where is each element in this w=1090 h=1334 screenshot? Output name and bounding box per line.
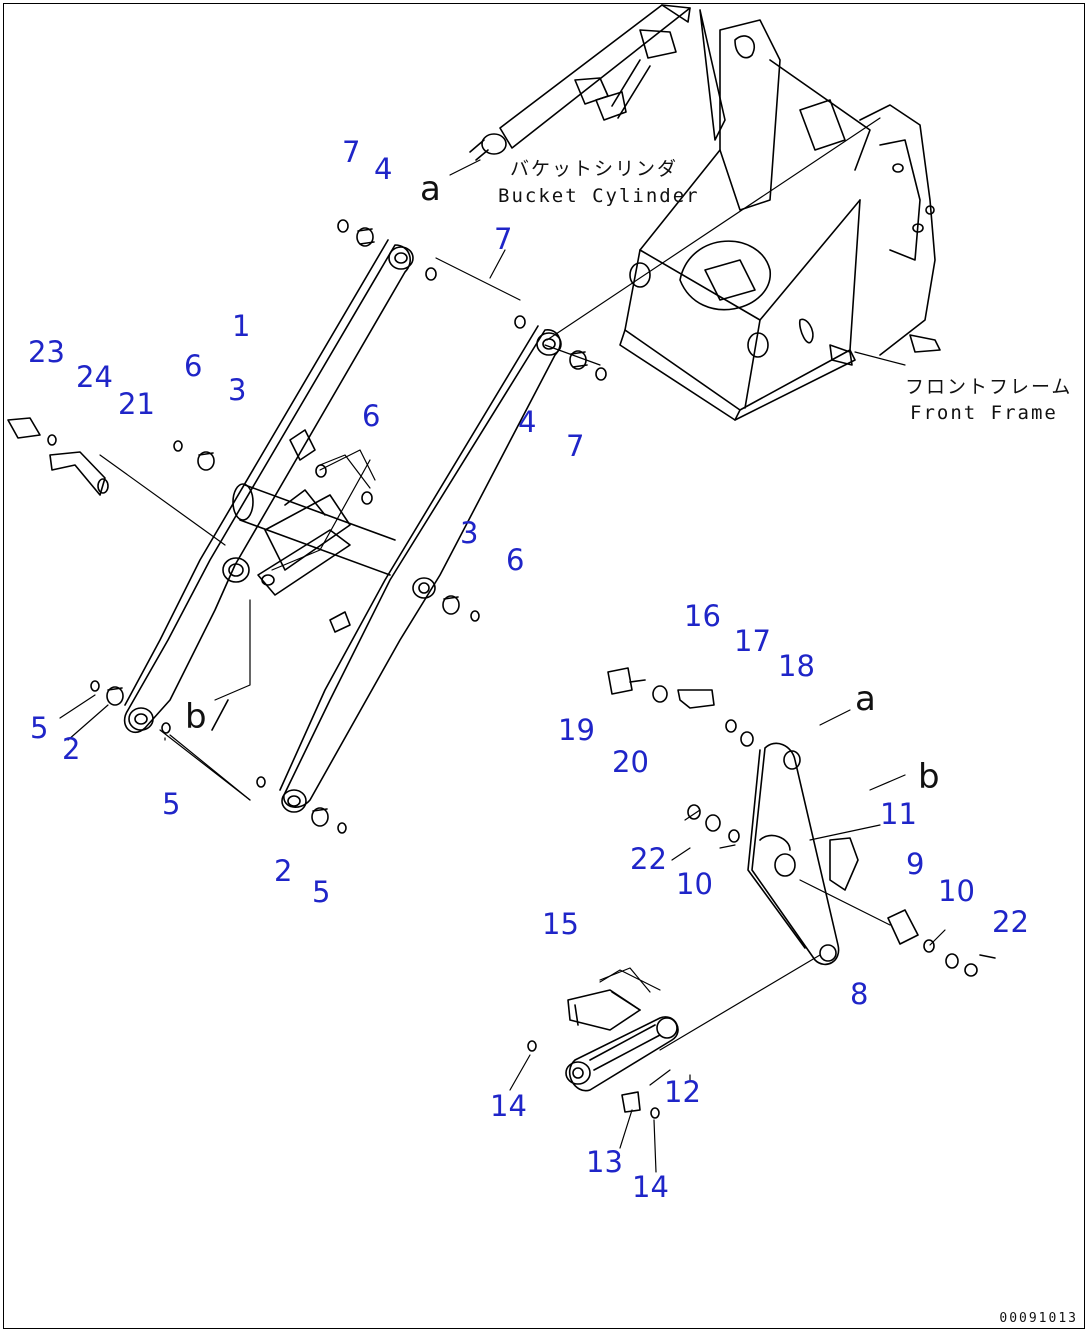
callout-part-6: 6 [362, 399, 381, 433]
callout-part-1: 1 [232, 309, 251, 343]
bucket-cylinder-label-jp: バケットシリンダ [510, 158, 679, 180]
group-brackets [164, 454, 701, 993]
bell-crank-hardware [607, 667, 996, 977]
callout-part-16: 16 [684, 599, 721, 633]
cross-tube [232, 483, 396, 596]
callout-part-12: 12 [664, 1075, 701, 1109]
callout-part-3: 3 [460, 516, 479, 550]
bucket-cylinder [469, 4, 691, 161]
callout-part-19: 19 [558, 713, 595, 747]
callout-part-14: 14 [632, 1170, 669, 1204]
callout-part-9: 9 [906, 847, 925, 881]
front-frame [619, 9, 941, 421]
callout-part-13: 13 [586, 1145, 623, 1179]
bell-crank [747, 742, 859, 966]
callout-part-4: 4 [374, 152, 393, 186]
drawing-border [3, 3, 1085, 1329]
callout-part-10: 10 [938, 874, 975, 908]
link-assembly [527, 989, 679, 1119]
callout-part-4: 4 [518, 405, 537, 439]
reference-letter-a: a [855, 679, 876, 719]
callout-part-20: 20 [612, 745, 649, 779]
callout-part-17: 17 [734, 624, 771, 658]
callout-part-2: 2 [274, 854, 293, 888]
reference-letter-b: b [918, 757, 940, 797]
callout-part-5: 5 [312, 875, 331, 909]
callout-part-3: 3 [228, 373, 247, 407]
front-frame-label-en: Front Frame [910, 402, 1058, 424]
left-hardware [7, 219, 607, 834]
front-frame-label-jp: フロントフレーム [905, 376, 1073, 398]
lift-arm-left [123, 239, 414, 734]
callout-part-5: 5 [162, 787, 181, 821]
callout-part-22: 22 [992, 905, 1029, 939]
callout-part-6: 6 [506, 543, 525, 577]
callout-part-6: 6 [184, 349, 203, 383]
lift-arm-right [279, 325, 562, 813]
callout-part-22: 22 [630, 842, 667, 876]
bucket-cylinder-label-en: Bucket Cylinder [498, 185, 700, 207]
reference-letter-a: a [420, 169, 441, 209]
callout-part-7: 7 [566, 429, 585, 463]
callout-part-7: 7 [494, 222, 513, 256]
callout-part-8: 8 [850, 977, 869, 1011]
callout-part-7: 7 [342, 135, 361, 169]
callout-part-23: 23 [28, 335, 65, 369]
callout-part-24: 24 [76, 360, 113, 394]
callout-part-14: 14 [490, 1089, 527, 1123]
callout-part-10: 10 [676, 867, 713, 901]
callout-part-15: 15 [542, 907, 579, 941]
callout-part-21: 21 [118, 387, 155, 421]
callout-part-5: 5 [30, 711, 49, 745]
reference-letter-b: b [185, 697, 207, 737]
drawing-number: 00091013 [999, 1311, 1078, 1326]
callout-part-18: 18 [778, 649, 815, 683]
callout-part-11: 11 [880, 797, 917, 831]
leader-lines [59, 117, 946, 1173]
callout-part-2: 2 [62, 732, 81, 766]
